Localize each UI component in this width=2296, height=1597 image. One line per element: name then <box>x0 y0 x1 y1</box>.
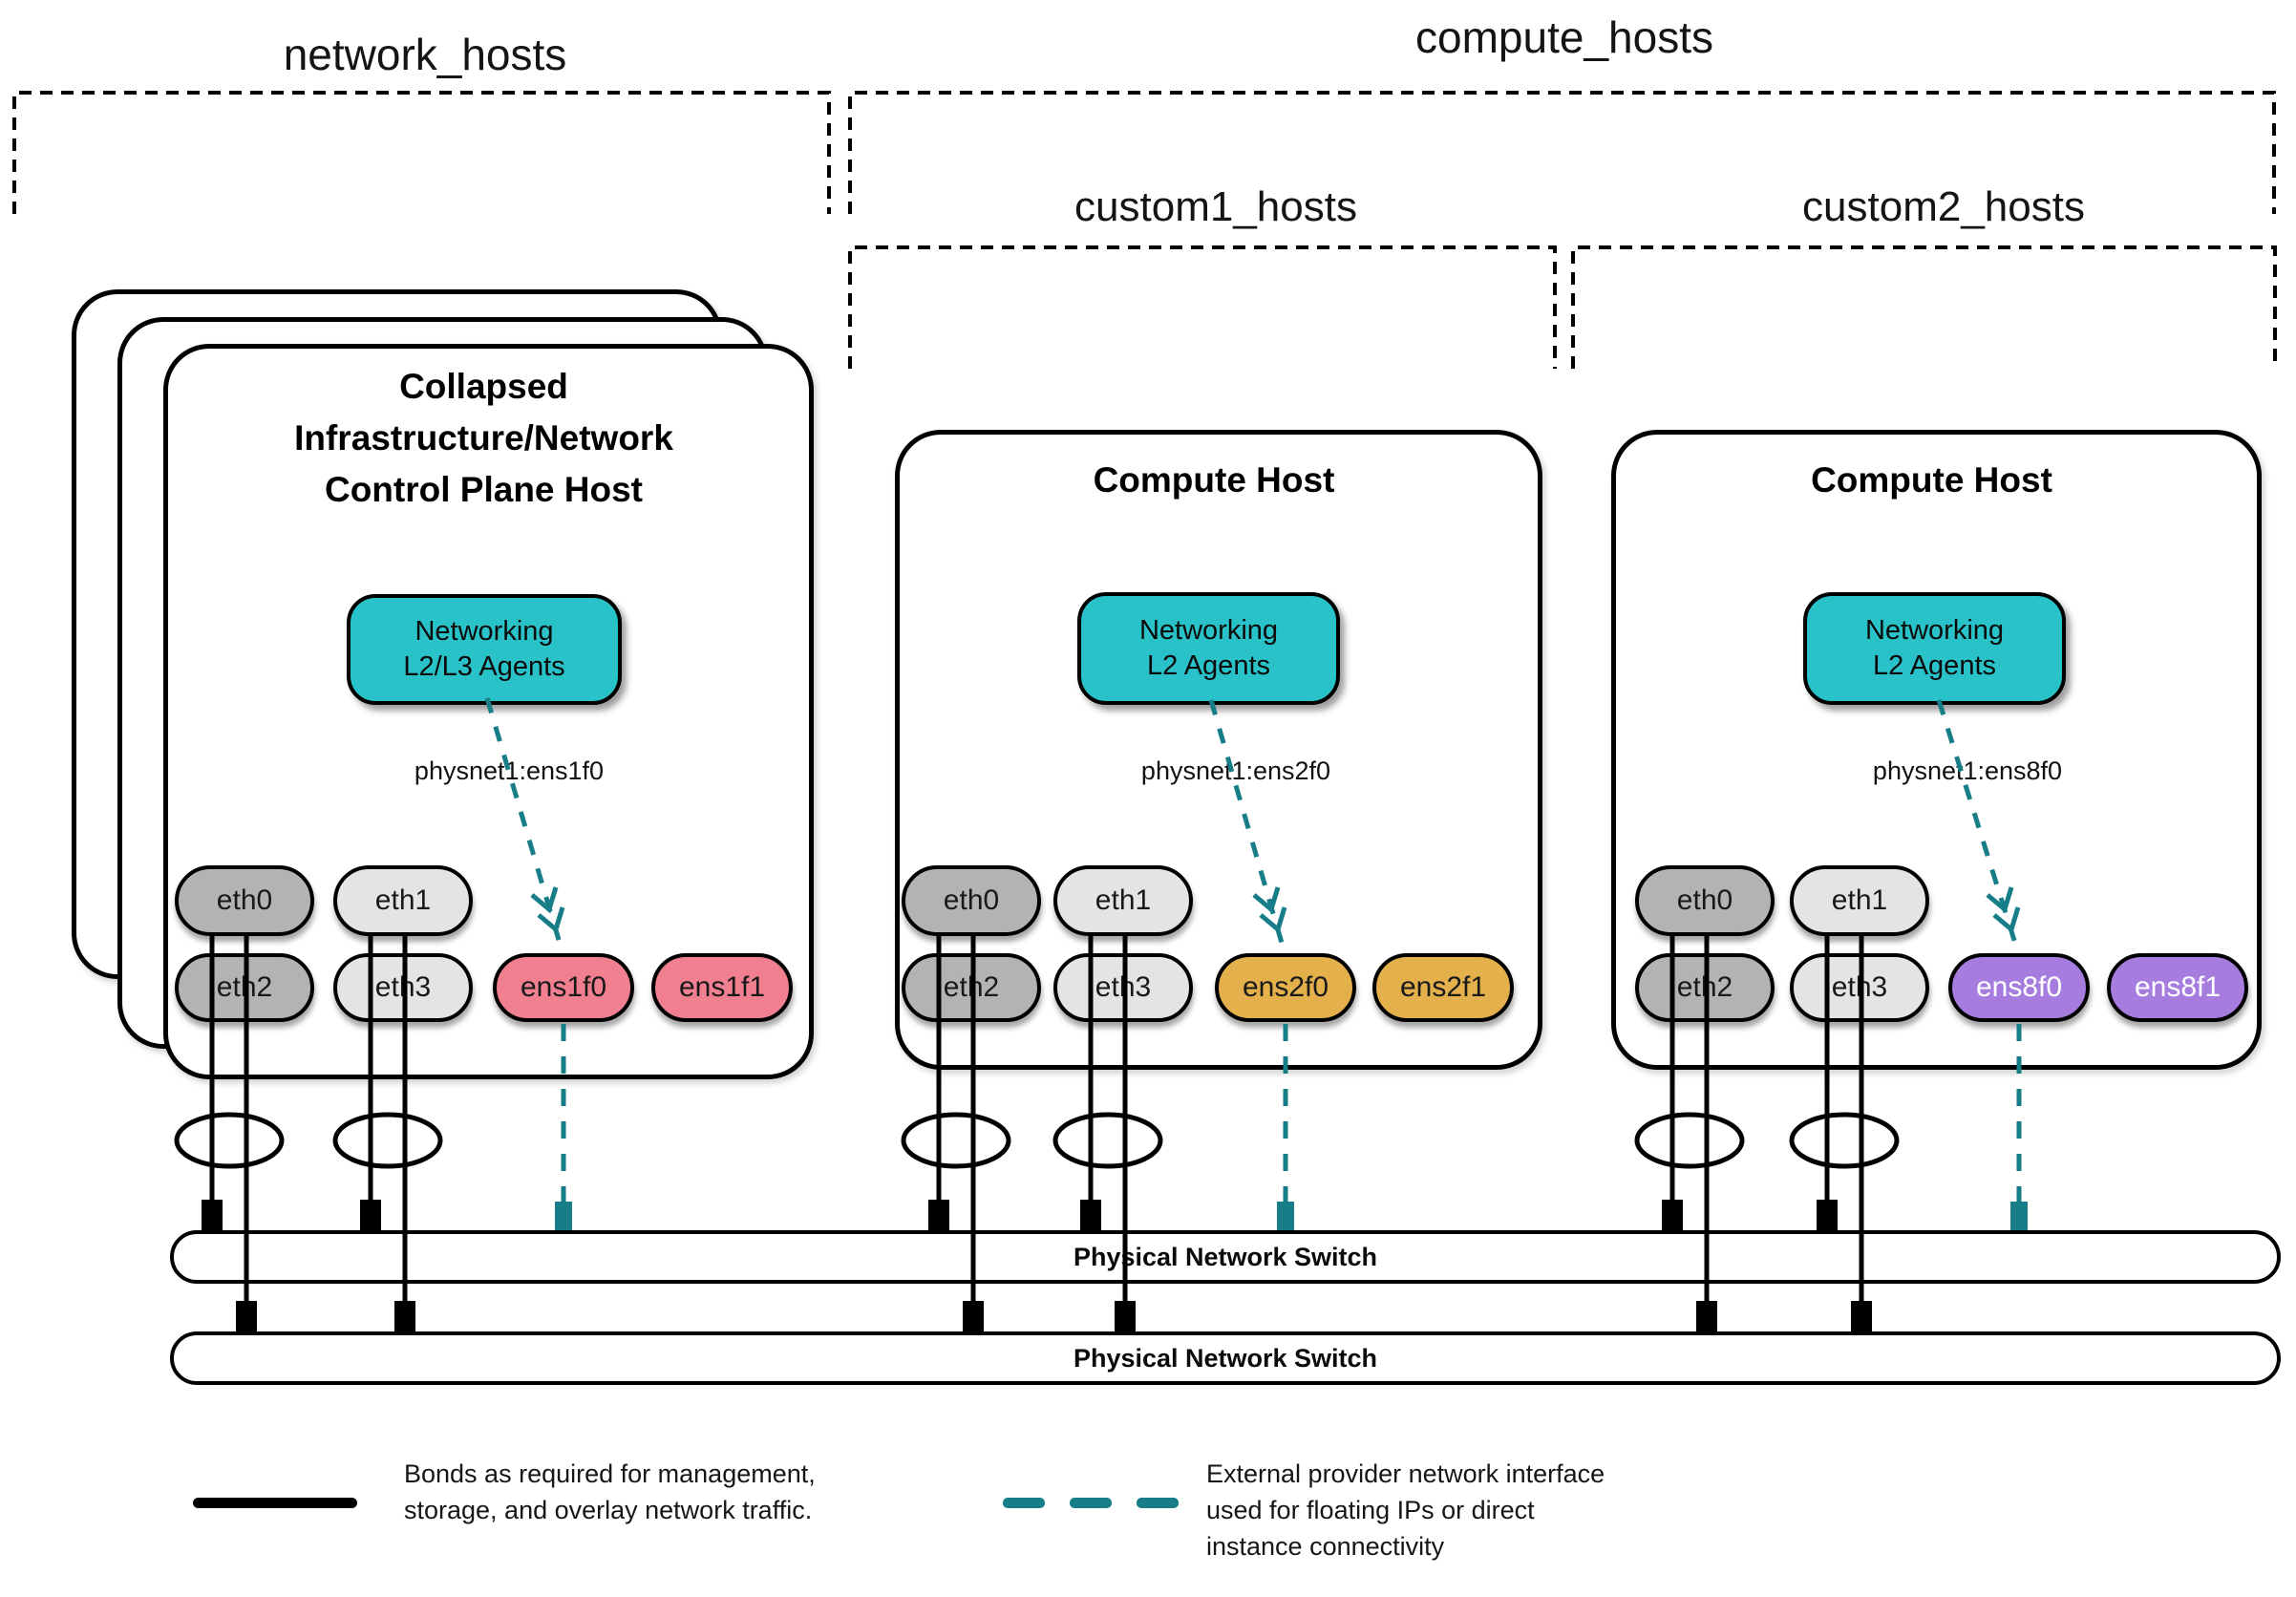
agent-label-line: L2 Agents <box>1873 650 1996 681</box>
networking-agents-box-2: Networking L2 Agents <box>1077 592 1340 705</box>
legend-dash <box>1137 1498 1179 1508</box>
teal-connection-squares <box>555 1202 2028 1230</box>
agent-label-line: L2 Agents <box>1147 650 1270 681</box>
nic-pill-ens8f1: ens8f1 <box>2107 953 2248 1022</box>
legend-text-line: storage, and overlay network traffic. <box>404 1496 813 1524</box>
nic-pill-eth2: eth2 <box>1635 953 1775 1022</box>
host-title-line: Control Plane Host <box>324 470 644 509</box>
nic-pill-eth0: eth0 <box>902 865 1041 936</box>
legend-dash <box>1003 1498 1045 1508</box>
agent-label-line: L2/L3 Agents <box>403 651 565 682</box>
physical-network-switch-2: Physical Network Switch <box>170 1331 2281 1385</box>
nic-pill-eth2: eth2 <box>175 953 314 1022</box>
legend-text-line: External provider network interface <box>1206 1459 1605 1488</box>
legend-bond-text: Bonds as required for management, storag… <box>404 1456 816 1528</box>
network-hosts-bracket <box>12 91 831 214</box>
nic-pill-ens8f0: ens8f0 <box>1948 953 2090 1022</box>
bond-ellipse <box>1634 1112 1745 1169</box>
agent-label-line: Networking <box>1864 615 2005 646</box>
networking-agents-box-3: Networking L2 Agents <box>1803 592 2066 705</box>
group-label-network-hosts: network_hosts <box>283 30 567 79</box>
legend-text-line: used for floating IPs or direct <box>1206 1496 1535 1524</box>
nic-pill-ens2f1: ens2f1 <box>1372 953 1514 1022</box>
nic-pill-eth3: eth3 <box>1053 953 1193 1022</box>
networking-agents-box-1: Networking L2/L3 Agents <box>347 594 622 705</box>
bond-ellipse <box>901 1112 1011 1169</box>
bond-ellipse <box>332 1112 443 1169</box>
nic-pill-eth1: eth1 <box>1053 865 1193 936</box>
group-label-custom1-hosts: custom1_hosts <box>1074 183 1357 230</box>
nic-pill-eth3: eth3 <box>1790 953 1929 1022</box>
physnet-label-3: physnet1:ens8f0 <box>1872 756 2063 785</box>
nic-pill-eth3: eth3 <box>333 953 473 1022</box>
nic-pill-ens1f1: ens1f1 <box>651 953 793 1022</box>
host-title-line: Collapsed <box>399 367 568 406</box>
legend-text-line: instance connectivity <box>1206 1532 1445 1561</box>
nic-pill-eth0: eth0 <box>1635 865 1775 936</box>
custom1-hosts-bracket <box>848 245 1557 369</box>
legend-bond-line-swatch <box>193 1498 357 1508</box>
switch-label: Physical Network Switch <box>1073 1242 1378 1271</box>
agent-label-line: Networking <box>415 616 554 647</box>
switch1-connection-squares <box>202 1200 1838 1230</box>
switch-label: Physical Network Switch <box>1073 1343 1378 1373</box>
compute-host-title-2: Compute Host <box>1611 455 2252 506</box>
physical-network-switch-1: Physical Network Switch <box>170 1230 2281 1284</box>
legend-external-text: External provider network interface used… <box>1206 1456 1605 1565</box>
switch2-connection-squares <box>236 1301 1872 1331</box>
physnet-label-1: physnet1:ens1f0 <box>414 756 605 785</box>
agent-label-line: Networking <box>1138 615 1279 646</box>
nic-pill-eth1: eth1 <box>1790 865 1929 936</box>
nic-pill-eth2: eth2 <box>902 953 1041 1022</box>
nic-pill-ens1f0: ens1f0 <box>493 953 634 1022</box>
nic-pill-ens2f0: ens2f0 <box>1215 953 1356 1022</box>
host-title-line: Compute Host <box>1811 460 2052 500</box>
bond-ellipse <box>1052 1112 1163 1169</box>
legend-text-line: Bonds as required for management, <box>404 1459 816 1488</box>
group-label-compute-hosts: compute_hosts <box>1415 12 1713 62</box>
host-title-line: Infrastructure/Network <box>294 418 673 458</box>
legend-dash <box>1070 1498 1112 1508</box>
legend-external-line-swatch <box>1003 1498 1179 1508</box>
nic-pill-eth0: eth0 <box>175 865 314 936</box>
nic-pill-eth1: eth1 <box>333 865 473 936</box>
compute-host-title-1: Compute Host <box>895 455 1533 506</box>
host-title-line: Compute Host <box>1093 460 1335 500</box>
custom2-hosts-bracket <box>1571 245 2277 369</box>
bond-ellipse <box>1789 1112 1900 1169</box>
bond-ellipse <box>174 1112 285 1169</box>
control-plane-host-title: Collapsed Infrastructure/Network Control… <box>163 361 804 516</box>
physnet-label-2: physnet1:ens2f0 <box>1140 756 1331 785</box>
group-label-custom2-hosts: custom2_hosts <box>1802 183 2085 230</box>
bond-ellipses <box>174 1112 1900 1169</box>
